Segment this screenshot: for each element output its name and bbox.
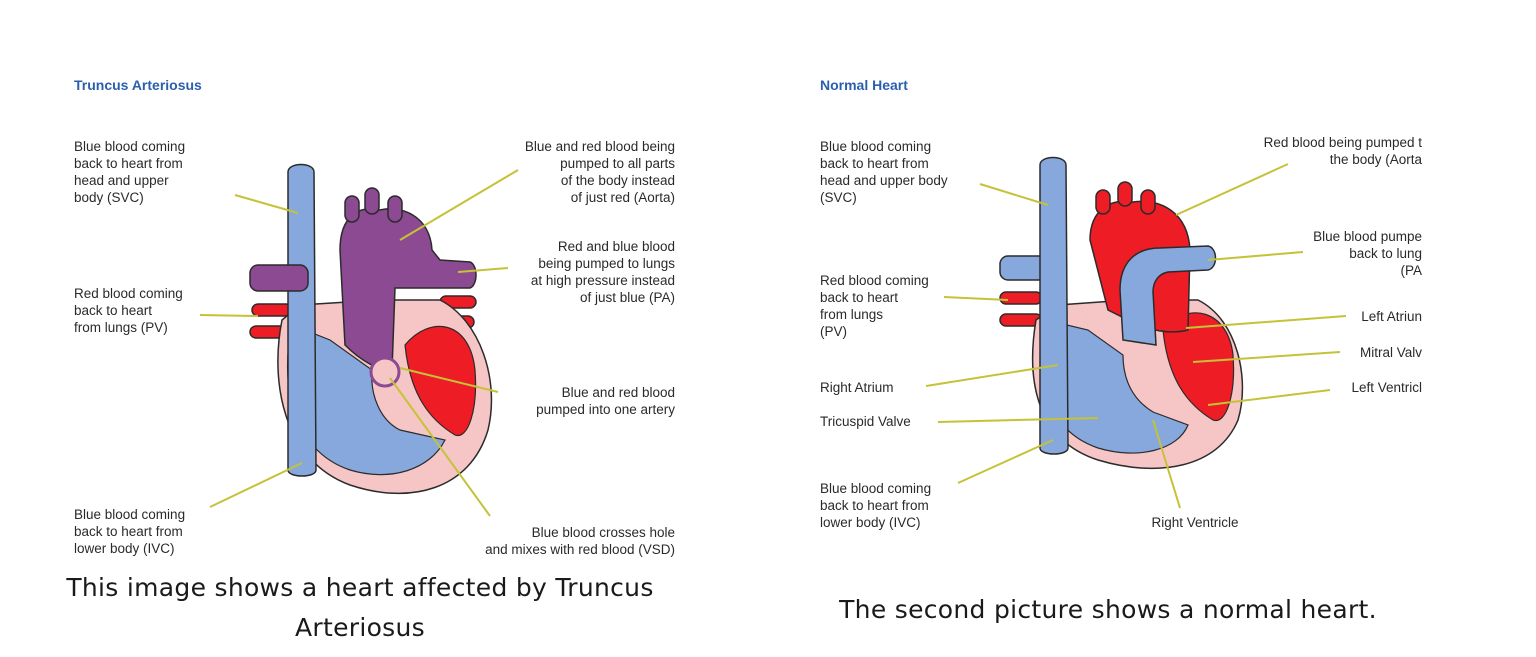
truncus-left-ventricle (404, 325, 477, 437)
normal-left-ventricle (1162, 312, 1235, 422)
truncus-pa-left-branch (249, 264, 309, 292)
normal-leader-lines (925, 163, 1347, 509)
normal-label-pv: Red blood coming back to heart from lung… (820, 273, 929, 339)
truncus-label-ivc: Blue blood coming back to heart from low… (74, 507, 186, 556)
normal-label-right-ventricle: Right Ventricle (1151, 515, 1239, 530)
truncus-label-pa: Red and blue blood being pumped to lungs… (530, 239, 675, 305)
normal-label-svc: Blue blood coming back to heart from hea… (820, 139, 948, 205)
normal-label-aorta: Red blood being pumped t the body (Aorta (1263, 135, 1422, 167)
truncus-vsd-valve (369, 356, 401, 388)
truncus-arch-branches (344, 187, 403, 223)
normal-svc-ivc (1039, 156, 1069, 455)
normal-heart-panel: Normal Heart (768, 0, 1536, 657)
truncus-leader-lines (199, 169, 519, 517)
truncus-arteriosus-panel: Truncus Arteriosus (66, 77, 675, 642)
normal-label-tricuspid-valve: Tricuspid Valve (820, 414, 911, 429)
normal-heart-diagram (925, 156, 1347, 509)
normal-pulmonary-artery (1119, 245, 1217, 346)
normal-label-left-atrium: Left Atriun (1361, 309, 1422, 324)
truncus-label-svc: Blue blood coming back to heart from hea… (74, 139, 186, 205)
normal-title: Normal Heart (820, 77, 908, 93)
normal-pv-vessels (999, 255, 1053, 327)
truncus-caption: This image shows a heart affected by Tru… (66, 573, 654, 642)
truncus-heart-diagram (199, 163, 519, 517)
truncus-title: Truncus Arteriosus (74, 77, 202, 93)
normal-caption: The second picture shows a normal heart. (839, 595, 1377, 624)
normal-arch-branches (1095, 181, 1156, 215)
normal-label-pa: Blue blood pumpe back to lung (PA (1313, 229, 1422, 278)
truncus-svc-ivc (287, 163, 317, 477)
normal-label-mitral-valve: Mitral Valv (1359, 345, 1422, 360)
normal-label-left-ventricle: Left Ventricl (1351, 380, 1422, 395)
normal-label-ivc: Blue blood coming back to heart from low… (820, 481, 932, 530)
truncus-label-vsd: Blue blood crosses hole and mixes with r… (485, 525, 675, 557)
truncus-label-artery: Blue and red blood pumped into one arter… (536, 385, 675, 417)
truncus-label-aorta: Blue and red blood being pumped to all p… (524, 139, 675, 205)
normal-label-right-atrium: Right Atrium (820, 380, 894, 395)
truncus-label-pv: Red blood coming back to heart from lung… (74, 286, 183, 335)
